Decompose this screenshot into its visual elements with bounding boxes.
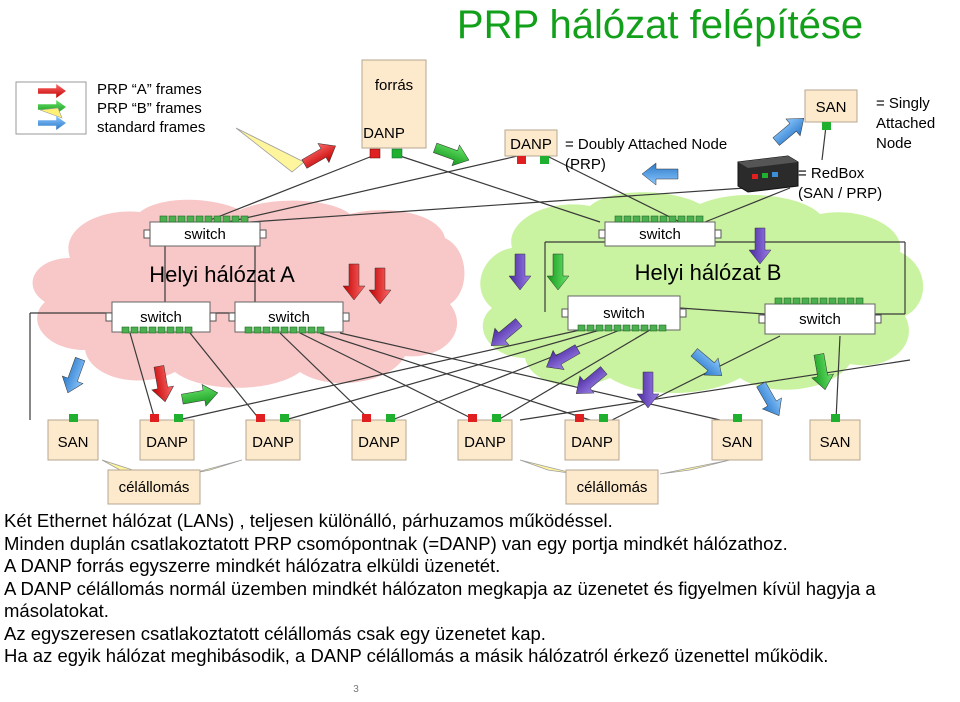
destination-box-right (565, 469, 659, 505)
end-node-label: DANP (146, 434, 188, 451)
key-san-label: SAN (816, 99, 847, 116)
destination-box-left (107, 469, 201, 505)
destination-callout-right-2 (659, 459, 731, 475)
destination-label-left: célállomás (119, 479, 190, 496)
green-frame-arrow-3-icon (181, 384, 219, 407)
red-frame-arrow-4-icon (151, 365, 174, 403)
end-node-label: SAN (820, 434, 851, 451)
green-frame-arrow-2-icon (546, 253, 570, 291)
switch-a-right-label: switch (268, 309, 310, 326)
network-b-name: Helyi hálózat B (635, 260, 782, 285)
note-2: Minden duplán csatlakoztatott PRP csomóp… (4, 532, 788, 554)
purple-frame-arrow-6-icon (636, 371, 660, 409)
source-node-label: DANP (363, 125, 405, 142)
explanation-notes: Két Ethernet hálózat (LANs) , teljesen k… (4, 510, 960, 668)
end-node-1: SAN (47, 414, 99, 461)
destination-callout-right (519, 459, 577, 475)
key-danp-label: DANP (510, 136, 552, 153)
red-frame-arrow-3-icon (368, 267, 392, 305)
blue-frame-arrow-5-icon (756, 381, 782, 416)
end-node-2: DANP (139, 414, 195, 461)
switch-b-right: switch (758, 297, 882, 335)
switch-a-right: switch (228, 301, 350, 334)
page-number: 3 (353, 684, 359, 695)
green-frame-arrow-4-icon (811, 353, 834, 391)
flow-arrows (61, 118, 834, 416)
note-1: Két Ethernet hálózat (LANs) , teljesen k… (4, 510, 613, 531)
network-wiring (29, 125, 911, 421)
key-redbox-desc-1: = RedBox (798, 165, 865, 182)
purple-frame-arrow-3-icon (490, 318, 523, 346)
note-3: A DANP forrás egyszerre mindkét hálózatr… (4, 555, 501, 576)
switch-b-right-label: switch (799, 311, 841, 328)
key-san-desc-1: = Singly (876, 95, 930, 112)
legend-frames-b: PRP “B” frames (97, 100, 202, 117)
legend-frames-a: PRP “A” frames (97, 81, 202, 98)
purple-frame-arrow-5-icon (575, 366, 608, 394)
blue-frame-arrow-3-icon (61, 357, 86, 394)
end-node-label: DANP (571, 434, 613, 451)
switch-b-left: switch (561, 295, 687, 332)
blue-frame-arrow-4-icon (690, 348, 723, 376)
green-frame-arrow-1-icon (433, 142, 470, 167)
key-san-desc-2: Attached (876, 115, 935, 132)
key-danp-desc-2: (PRP) (565, 156, 606, 173)
end-node-label: DANP (358, 434, 400, 451)
note-6: Ha az egyik hálózat meghibásodik, a DANP… (4, 645, 829, 666)
end-node-6: DANP (564, 414, 620, 461)
switch-a-left: switch (105, 301, 217, 334)
legend-arrows (15, 81, 87, 135)
end-nodes: SAN DANP DANP DANP DANP DANP SAN SAN (47, 414, 861, 461)
blue-frame-arrow-2-icon (772, 118, 805, 146)
purple-frame-arrow-4-icon (546, 344, 581, 370)
note-5: Az egyszeresen csatlakoztatott célállomá… (4, 622, 546, 644)
end-node-8: SAN (809, 414, 861, 461)
end-node-5: DANP (457, 414, 513, 461)
source-box (361, 59, 427, 149)
key-redbox-desc-2: (SAN / PRP) (798, 185, 882, 202)
blue-frame-arrow-1-icon (641, 162, 679, 186)
red-frame-arrow-1-icon (301, 143, 336, 169)
end-node-7: SAN (711, 414, 763, 461)
network-a-name: Helyi hálózat A (149, 262, 295, 287)
legend-frames-std: standard frames (97, 119, 205, 136)
page-title: PRP hálózat felépítése (457, 3, 863, 47)
switch-b-left-label: switch (603, 305, 645, 322)
red-frame-arrow-2-icon (342, 263, 366, 301)
end-node-label: DANP (464, 434, 506, 451)
network-a-cloud (32, 199, 465, 388)
switch-a-left-label: switch (140, 309, 182, 326)
key-san-desc-3: Node (876, 135, 912, 152)
purple-frame-arrow-2-icon (748, 227, 772, 265)
legend-callout (235, 127, 305, 173)
switch-a-core-label: switch (184, 226, 226, 243)
switch-a-core: switch (143, 215, 267, 247)
end-node-4: DANP (351, 414, 407, 461)
key-danp-box (504, 129, 558, 157)
switch-b-core: switch (598, 215, 722, 247)
end-node-label: SAN (722, 434, 753, 451)
key-danp-desc-1: = Doubly Attached Node (565, 136, 727, 153)
source-caption: forrás (375, 77, 413, 94)
end-node-3: DANP (245, 414, 301, 461)
redbox-device-icon (737, 155, 799, 193)
end-node-label: SAN (58, 434, 89, 451)
destination-label-right: célállomás (577, 479, 648, 496)
switch-b-core-label: switch (639, 226, 681, 243)
switches: switch switch switch switch switch switch (105, 215, 882, 335)
note-4: A DANP célállomás normál üzemben mindkét… (4, 577, 876, 622)
end-node-label: DANP (252, 434, 294, 451)
purple-frame-arrow-1-icon (508, 253, 532, 291)
